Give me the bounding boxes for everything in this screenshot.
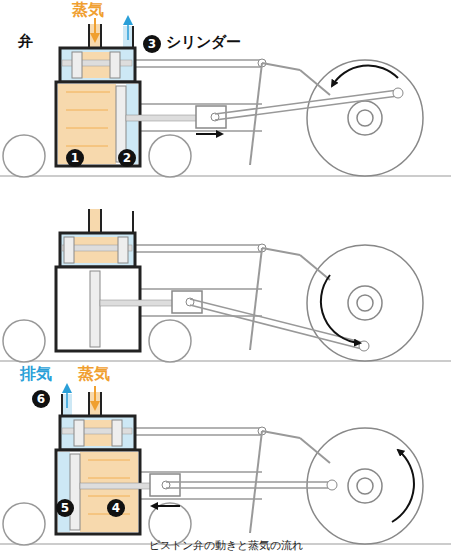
- callout-number: 6: [32, 390, 50, 408]
- panel-two: [0, 209, 451, 362]
- figure-caption: ピストン弁の動きと蒸気の流れ: [0, 539, 451, 552]
- part-label: シリンダー: [166, 35, 241, 50]
- flow-label: 蒸気: [72, 2, 104, 18]
- callout-number: 1: [66, 149, 84, 167]
- callout-number: 5: [56, 499, 74, 517]
- callout-number: 2: [118, 149, 136, 167]
- flow-label: 蒸気: [78, 366, 110, 382]
- part-label: 弁: [18, 34, 33, 49]
- callout-number: 4: [107, 499, 125, 517]
- panel-one: [0, 18, 451, 177]
- panel-three: [0, 386, 451, 545]
- callout-number: 3: [143, 35, 161, 53]
- flow-label: 排気: [20, 366, 52, 382]
